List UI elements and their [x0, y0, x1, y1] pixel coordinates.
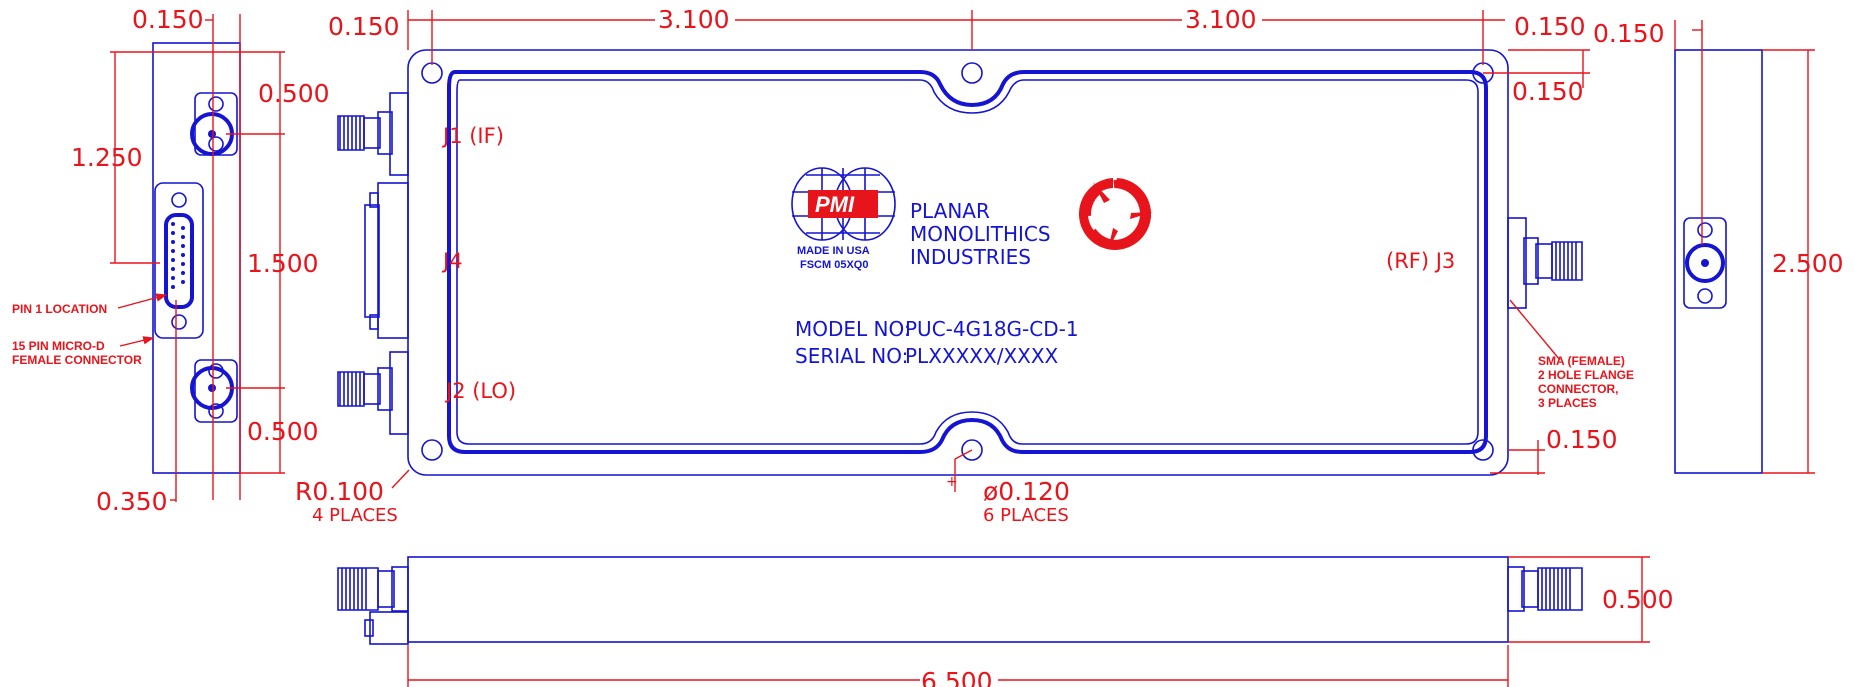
micro-d-connector: [154, 182, 204, 339]
serial-value: PLXXXXX/XXXX: [905, 344, 1059, 368]
top-view: PMI MADE IN USA FSCM 05XQ0 PLANAR MONOLI…: [337, 10, 1590, 492]
dim-top-left-150: 0.150: [328, 12, 400, 41]
company-line3: INDUSTRIES: [910, 245, 1031, 269]
right-view-body: [1674, 49, 1763, 474]
dim-bottom-right-150: 0.150: [1546, 425, 1618, 454]
dim-left-500-bottom: 0.500: [247, 417, 319, 446]
dim-height-500: 0.500: [1602, 585, 1674, 614]
front-sma-left: [337, 566, 409, 645]
micro-d-shell: [164, 213, 194, 309]
front-sma-right: [1507, 566, 1583, 612]
note-sma-1: SMA (FEMALE): [1538, 354, 1625, 368]
note-sma-3: CONNECTOR,: [1538, 382, 1618, 396]
fscm-code: FSCM 05XQ0: [800, 259, 868, 271]
dim-radius: R0.100: [295, 477, 384, 506]
mount-hole-bl: [421, 439, 443, 461]
dim-top-right-150b: 0.150: [1512, 77, 1584, 106]
cavity-outline-outer: [447, 70, 1488, 454]
red-emblem-icon: [1079, 178, 1153, 250]
port-j2-label: J2 (LO): [444, 379, 516, 403]
dim-top-left-310: 3.100: [658, 5, 730, 34]
company-line1: PLANAR: [910, 199, 990, 223]
micro-d-side-j4: [364, 182, 409, 339]
note-micro-d-1: 15 PIN MICRO-D: [12, 339, 105, 353]
note-sma-2: 2 HOLE FLANGE: [1538, 368, 1634, 382]
note-sma-4: 3 PLACES: [1538, 396, 1597, 410]
port-j4-label: J4: [441, 249, 463, 273]
dim-right-view-150: 0.150: [1593, 19, 1665, 48]
sma-connector-j3: [1507, 217, 1583, 309]
sma-flange-bottom: [190, 359, 238, 423]
dim-left-350: 0.350: [96, 487, 168, 516]
dim-hole-dia: ø0.120: [983, 477, 1070, 506]
dim-left-view-150: 0.150: [132, 5, 204, 34]
cavity-outline-inner: [456, 79, 1479, 445]
dim-top-right-310: 3.100: [1185, 5, 1257, 34]
front-view-body: [407, 556, 1509, 643]
dim-length-6500: 6.500: [921, 667, 993, 687]
model-value: PUC-4G18G-CD-1: [905, 317, 1079, 341]
port-j1-label: J1 (IF): [441, 124, 504, 148]
model-label: MODEL NO:: [795, 317, 911, 341]
pmi-logo-text: PMI: [815, 192, 855, 217]
right-sma-flange: [1683, 217, 1727, 309]
sma-connector-j2: [337, 351, 409, 435]
dim-right-2500: 2.500: [1772, 249, 1844, 278]
note-pin1: PIN 1 LOCATION: [12, 302, 107, 316]
front-view: [337, 556, 1650, 687]
mount-hole-bc: [961, 439, 983, 461]
sma-flange-top: [190, 92, 238, 156]
company-line2: MONOLITHICS: [910, 222, 1051, 246]
serial-label: SERIAL NO:: [795, 344, 908, 368]
mount-hole-tl: [421, 62, 443, 84]
dim-hole-places: 6 PLACES: [983, 505, 1069, 526]
note-micro-d-2: FEMALE CONNECTOR: [12, 353, 142, 367]
port-j3-label: (RF) J3: [1386, 249, 1455, 273]
hole-mark: +: [946, 474, 958, 490]
dim-radius-places: 4 PLACES: [312, 505, 398, 526]
left-side-view: [110, 14, 285, 502]
dim-left-1250: 1.250: [71, 143, 143, 172]
made-in-usa: MADE IN USA: [797, 245, 870, 257]
mount-hole-br: [1472, 439, 1494, 461]
mount-hole-tc: [961, 62, 983, 84]
right-side-view: [1674, 20, 1815, 474]
pmi-logo: PMI: [791, 167, 896, 241]
micro-d-pins: [171, 222, 185, 289]
dim-left-1500: 1.500: [247, 249, 319, 278]
dim-left-500-top: 0.500: [258, 79, 330, 108]
sma-connector-j1: [337, 92, 409, 176]
dim-top-right-150a: 0.150: [1514, 12, 1586, 41]
